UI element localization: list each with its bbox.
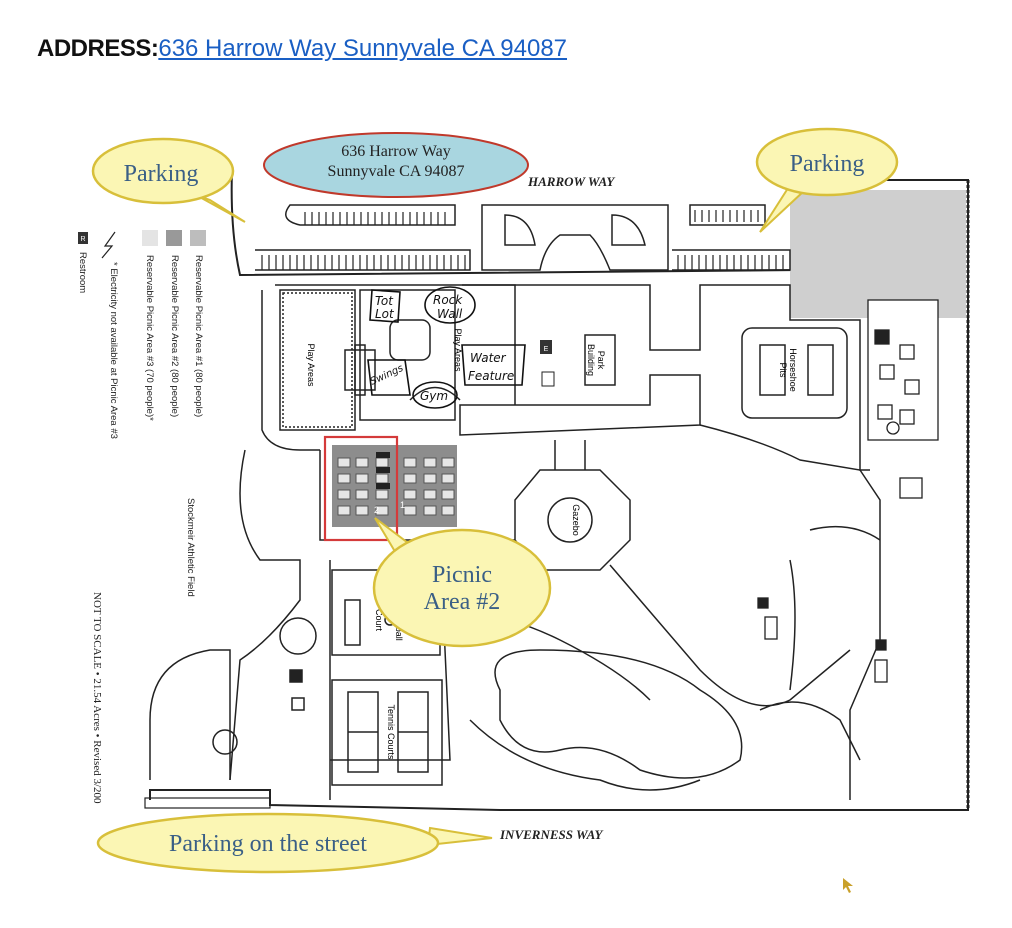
hand-rock: Rock <box>433 293 463 307</box>
picnic-table <box>375 489 389 500</box>
callout-picnic-line2: Area #2 <box>424 589 501 615</box>
picnic-table <box>423 505 437 516</box>
picnic-table <box>337 457 351 468</box>
hand-wall: Wall <box>437 307 463 321</box>
map-legend: R Reservable Picnic Area #1 (80 people) … <box>77 230 206 804</box>
picnic-table <box>355 473 369 484</box>
park-boundary <box>149 169 970 811</box>
picnic-table <box>375 473 389 484</box>
picnic-table <box>375 457 389 468</box>
picnic-table <box>403 457 417 468</box>
picnic-table <box>337 505 351 516</box>
bbq-grill <box>376 452 390 458</box>
address-label: ADDRESS: <box>37 35 159 62</box>
bbq-grill <box>376 467 390 473</box>
picnic-table <box>403 489 417 500</box>
handwritten-notes <box>367 286 526 409</box>
legend-area2: Reservable Picnic Area #2 (80 people) <box>169 255 180 417</box>
label-play-areas-right: Play Areas <box>453 328 463 372</box>
picnic-table <box>441 473 455 484</box>
hand-swings: Swings <box>369 363 406 388</box>
label-court: Court <box>374 609 384 632</box>
picnic-table <box>441 489 455 500</box>
legend-electricity: * Electricity not available at Picnic Ar… <box>108 262 119 439</box>
callout-parking-right-text: Parking <box>790 151 865 177</box>
address-link[interactable]: 636 Harrow Way Sunnyvale CA 94087 <box>158 35 568 62</box>
label-gazebo: Gazebo <box>571 504 581 536</box>
footer-note: NOT TO SCALE • 21.54 Acres • Revised 3/2… <box>91 592 103 804</box>
play-areas <box>279 289 461 431</box>
restroom-icon-letter: R <box>80 236 85 243</box>
address-bubble-line1: 636 Harrow Way <box>341 143 451 160</box>
pond-paths <box>469 525 881 791</box>
picnic-table <box>337 473 351 484</box>
address-bubble: 636 Harrow Way Sunnyvale CA 94087 <box>263 132 529 198</box>
legend-restroom: Restroom <box>77 252 88 293</box>
legend-swatch-area1 <box>190 230 206 246</box>
cursor-icon <box>843 878 853 893</box>
hand-lot: Lot <box>375 307 395 321</box>
picnic-table <box>403 473 417 484</box>
hand-gym: Gym <box>420 389 448 403</box>
picnic-table <box>441 457 455 468</box>
picnic-table <box>355 489 369 500</box>
picnic-table <box>337 489 351 500</box>
label-building: Building <box>586 344 596 376</box>
picnic-table <box>375 505 389 516</box>
label-pits: Pits <box>778 362 788 378</box>
electric-icon-letter: E <box>544 346 549 353</box>
label-tennis: Tennis Courts <box>386 704 396 760</box>
legend-swatch-area2 <box>166 230 182 246</box>
label-horseshoe: Horseshoe <box>788 348 798 392</box>
parking-lot-left <box>255 204 471 271</box>
parking-lot-bottom <box>144 797 271 809</box>
picnic-number-2: 2 <box>374 505 379 515</box>
street-harrow-way: HARROW WAY <box>527 174 615 189</box>
callout-street-parking: Parking on the street <box>96 812 493 874</box>
picnic-table <box>355 505 369 516</box>
picnic-area-block[interactable]: 2 1 <box>323 435 457 542</box>
tennis-courts <box>331 679 443 786</box>
park-building: E Park Building <box>540 334 616 387</box>
picnic-table <box>403 505 417 516</box>
picnic-table <box>355 457 369 468</box>
parking-lot-shaded <box>790 190 966 318</box>
callout-street-parking-text: Parking on the street <box>169 831 367 857</box>
picnic-table <box>423 473 437 484</box>
horseshoe-pits <box>741 327 848 419</box>
hand-tot: Tot <box>375 294 394 308</box>
picnic-table <box>441 505 455 516</box>
legend-area1: Reservable Picnic Area #1 (80 people) <box>193 255 204 417</box>
callout-picnic-area: Picnic Area #2 <box>372 517 552 648</box>
parking-lot-middle <box>481 204 669 271</box>
picnic-table <box>423 457 437 468</box>
electricity-icon <box>101 231 116 259</box>
address-bubble-line2: Sunnyvale CA 94087 <box>328 163 465 180</box>
callout-parking-left: Parking <box>91 137 246 223</box>
legend-swatch-area3 <box>142 230 158 246</box>
label-park: Park <box>596 351 606 370</box>
bbq-grill <box>376 483 390 489</box>
legend-area3: Reservable Picnic Area #3 (70 people)* <box>144 255 155 421</box>
athletic-field <box>149 649 305 780</box>
street-inverness-way: INVERNESS WAY <box>499 827 604 842</box>
label-play-areas-left: Play Areas <box>306 343 316 387</box>
label-athletic-field: Stockmeir Athletic Field <box>185 498 196 597</box>
hand-feature: Feature <box>468 369 514 383</box>
callout-parking-right: Parking <box>755 127 899 233</box>
gazebo <box>514 440 851 707</box>
callout-parking-left-text: Parking <box>124 161 199 187</box>
callout-picnic-line1: Picnic <box>432 562 492 588</box>
address-header: ADDRESS:636 Harrow Way Sunnyvale CA 9408… <box>37 34 567 64</box>
right-facilities <box>757 299 939 683</box>
hand-water: Water <box>470 351 507 365</box>
picnic-area-2-highlight <box>323 435 399 542</box>
picnic-table <box>423 489 437 500</box>
picnic-number-1: 1 <box>400 500 405 510</box>
